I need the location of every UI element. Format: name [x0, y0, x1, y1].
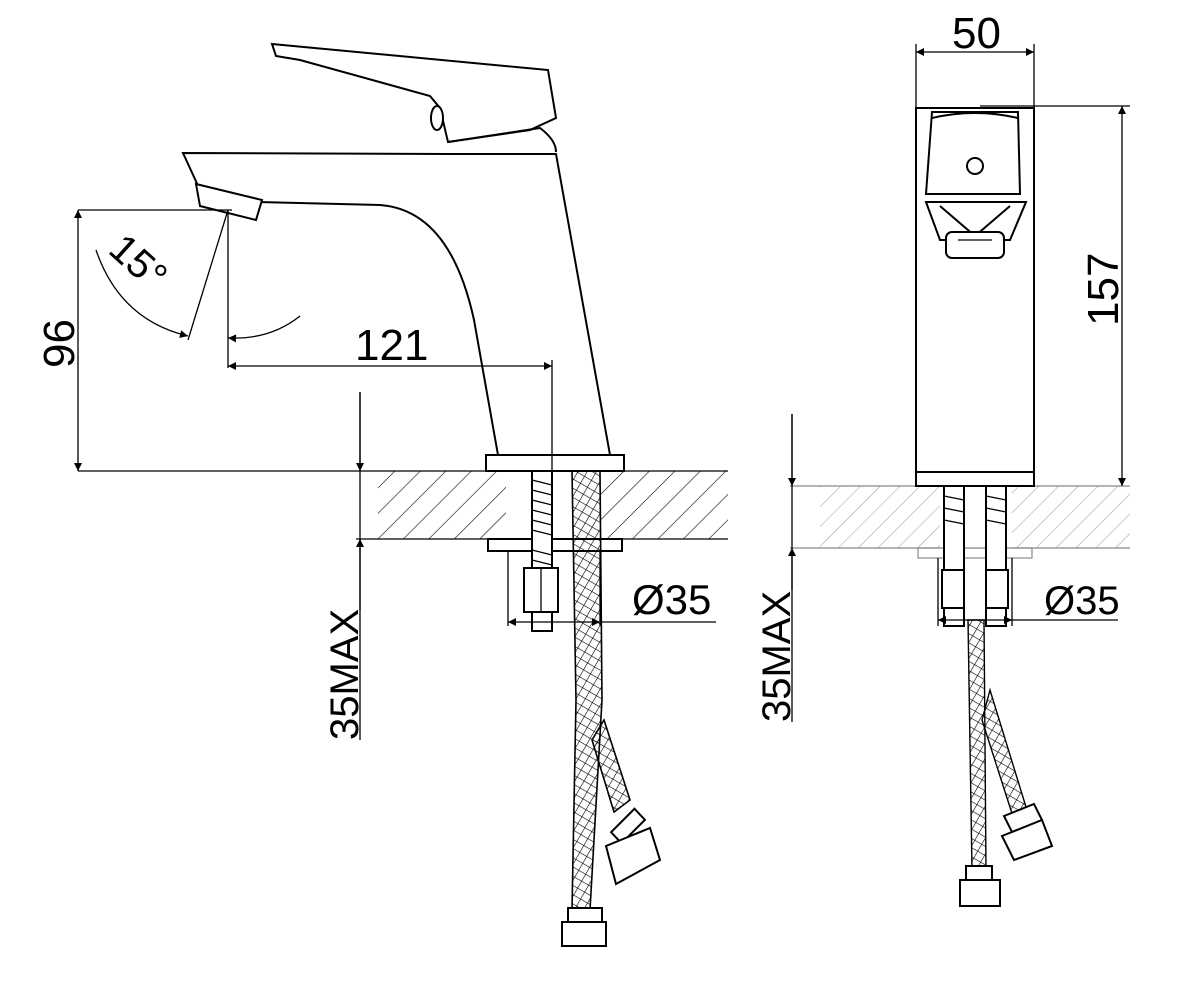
front-faucet-body [181, 151, 625, 472]
front-diameter-label: Ø35 [632, 576, 711, 623]
front-max-dimension: 35MAX [323, 392, 367, 740]
side-width-dimension: 50 [915, 9, 1035, 108]
front-mounting-hardware [487, 470, 623, 632]
spout-reach-label: 121 [355, 321, 428, 370]
side-mounting-hardware [917, 485, 1033, 627]
side-height-dimension: 157 [980, 105, 1130, 486]
side-hoses [959, 619, 1054, 907]
side-faucet-body [915, 107, 1035, 487]
total-height-label: 157 [1079, 253, 1128, 326]
front-hoses [561, 470, 662, 947]
body-width-label: 50 [952, 9, 1001, 58]
front-max-label: 35MAX [323, 609, 367, 740]
front-reach-dimension: 121 [228, 321, 553, 471]
side-max-dimension: 35MAX [755, 414, 799, 722]
side-max-label: 35MAX [755, 591, 799, 722]
angle-label: 15° [101, 226, 175, 299]
front-view: 15° 96 121 35MAX Ø35 [35, 42, 728, 947]
side-diameter-dimension: Ø35 [937, 558, 1120, 626]
front-height-dimension: 96 [35, 209, 232, 471]
front-lever-handle [270, 42, 558, 153]
front-angle-dimension: 15° [95, 209, 301, 368]
spout-height-label: 96 [35, 319, 84, 368]
front-countertop [78, 470, 728, 540]
side-diameter-label: Ø35 [1044, 579, 1120, 623]
side-view: 50 157 35MAX Ø35 [755, 9, 1130, 907]
front-diameter-dimension: Ø35 [507, 551, 716, 626]
